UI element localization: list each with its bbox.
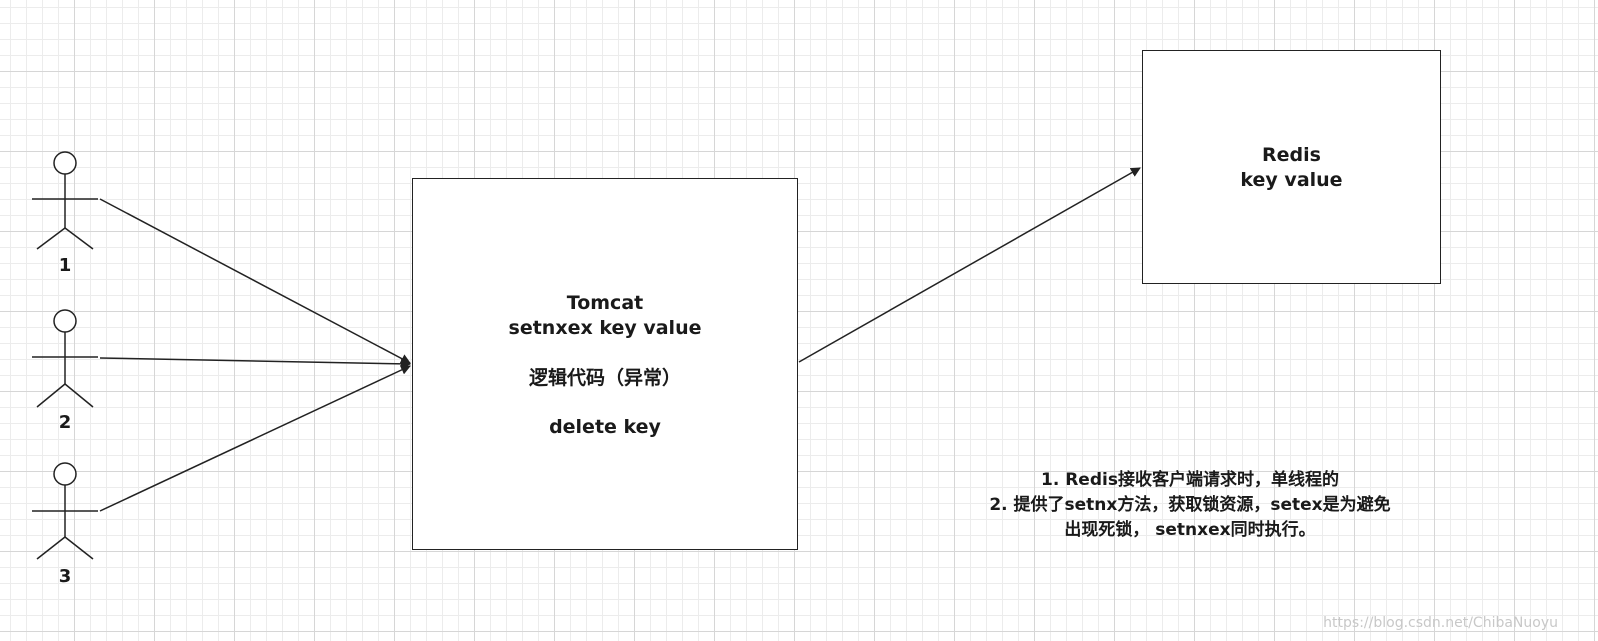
tomcat-box[interactable]: Tomcat setnxex key value 逻辑代码（异常） delete… <box>412 178 798 550</box>
arrow-actor3-to-tomcat <box>99 365 411 512</box>
tomcat-delete: delete key <box>549 416 661 438</box>
actor-label-2: 2 <box>58 412 72 433</box>
arrow-actor1-to-tomcat <box>99 198 411 364</box>
actor-label-3: 3 <box>58 566 72 587</box>
tomcat-logic: 逻辑代码（异常） <box>528 367 681 389</box>
note-3: 出现死锁， setnxex同时执行。 <box>1064 520 1316 540</box>
tomcat-command: setnxex key value <box>508 317 702 339</box>
watermark: https://blog.csdn.net/ChibaNuoyu <box>1323 615 1558 631</box>
note-1: 1. Redis接收客户端请求时，单线程的 <box>1041 470 1339 490</box>
note-2: 2. 提供了setnx方法，获取锁资源，setex是为避免 <box>989 495 1391 515</box>
actor-3-figure <box>32 462 98 560</box>
arrow-actor2-to-tomcat <box>99 357 411 369</box>
arrow-tomcat-to-redis <box>798 167 1141 363</box>
notes-block: 1. Redis接收客户端请求时，单线程的 2. 提供了setnx方法，获取锁资… <box>930 468 1450 543</box>
tomcat-title: Tomcat <box>566 292 644 314</box>
redis-title: Redis <box>1262 144 1321 166</box>
redis-box[interactable]: Redis key value <box>1142 50 1441 284</box>
actor-label-1: 1 <box>58 255 72 276</box>
actor-1-figure <box>32 151 98 250</box>
actor-2-figure <box>32 309 98 408</box>
redis-key-value: key value <box>1240 169 1343 191</box>
